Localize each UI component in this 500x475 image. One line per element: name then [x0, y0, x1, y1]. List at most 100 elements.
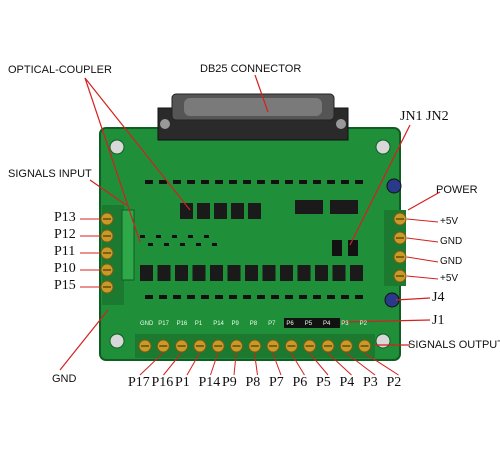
mount-hole	[375, 139, 391, 155]
mount-hole	[375, 333, 391, 349]
smd-resistor	[341, 295, 349, 299]
output-leader	[210, 352, 219, 376]
power-leader	[406, 256, 439, 263]
optocoupler-chip	[227, 265, 241, 281]
input-pin-label: P11	[54, 244, 76, 259]
output-pin-label: P7	[269, 375, 284, 390]
silkscreen-label: P17	[158, 321, 169, 327]
silkscreen-label: P7	[268, 321, 276, 327]
smd-resistor	[188, 235, 193, 238]
input-pin-label: P13	[54, 210, 76, 225]
silkscreen-label: GND	[140, 321, 154, 327]
output-leader	[364, 352, 399, 376]
smd-resistor	[215, 180, 223, 184]
optocoupler-chip	[214, 203, 227, 219]
output-pin-label: P16	[151, 375, 174, 390]
smd-resistor	[243, 180, 251, 184]
label-signals-output: SIGNALS OUTPUT	[408, 339, 500, 351]
output-leader	[309, 352, 329, 376]
silkscreen-label: P16	[176, 321, 188, 327]
smd-resistor	[355, 295, 363, 299]
smd-resistor	[145, 295, 153, 299]
optocoupler-chip	[297, 265, 311, 281]
smd-resistor	[172, 235, 177, 238]
smd-components	[140, 180, 363, 299]
smd-resistor	[229, 180, 237, 184]
smd-resistor	[173, 180, 181, 184]
smd-resistor	[313, 180, 321, 184]
silkscreen-label: P4	[323, 321, 331, 327]
label-optical-coupler: OPTICAL-COUPLER	[8, 64, 112, 76]
output-pin-label: P2	[386, 375, 402, 390]
leader-j4	[395, 297, 431, 301]
input-leaders	[80, 218, 100, 288]
silkscreen-label: P14	[213, 321, 224, 327]
input-pin-label: P10	[54, 261, 76, 276]
output-leader	[254, 352, 258, 376]
smd-resistor	[327, 295, 335, 299]
silkscreen-label: P2	[359, 321, 367, 327]
smd-resistor	[271, 295, 279, 299]
input-pin-label: P12	[54, 227, 76, 242]
silkscreen-label: P9	[231, 321, 239, 327]
output-leader	[327, 352, 352, 376]
optocoupler-chip	[262, 265, 276, 281]
smd-resistor	[327, 180, 335, 184]
jumper-jn1	[332, 240, 342, 256]
smd-resistor	[145, 180, 153, 184]
label-power: POWER	[436, 184, 478, 196]
smd-resistor	[212, 243, 217, 246]
smd-resistor	[173, 295, 181, 299]
smd-resistor	[271, 180, 279, 184]
smd-resistor	[215, 295, 223, 299]
mount-hole	[109, 333, 125, 349]
optocoupler-chip	[350, 265, 363, 281]
smd-resistor	[285, 180, 293, 184]
smd-resistor	[299, 295, 307, 299]
silkscreen-label: P8	[249, 321, 258, 327]
optocoupler-chip	[157, 265, 171, 281]
optocoupler-chip	[332, 265, 346, 281]
smd-resistor	[159, 180, 167, 184]
smd-resistor	[229, 295, 237, 299]
optocoupler-chip	[231, 203, 244, 219]
smd-resistor	[285, 295, 293, 299]
leader-optical-coupler-2	[84, 77, 141, 243]
optocoupler-chip	[245, 265, 258, 281]
output-leader	[163, 352, 182, 376]
smd-resistor	[187, 180, 195, 184]
smd-resistor	[201, 180, 209, 184]
output-pin-label: P6	[292, 375, 308, 390]
logic-ic	[295, 200, 323, 214]
silkscreen-label: P5	[304, 321, 313, 327]
smd-resistor	[341, 180, 349, 184]
output-pin-label: P17	[128, 375, 150, 390]
output-leader	[186, 352, 201, 376]
leader-lines	[59, 74, 441, 371]
label-plus5v-top: +5V	[440, 216, 459, 227]
optocoupler-chip	[175, 265, 188, 281]
silkscreen-label: P6	[286, 321, 294, 327]
input-screws	[80, 212, 114, 294]
leader-gnd-left	[59, 309, 109, 371]
optocoupler-chip	[280, 265, 293, 281]
smd-resistor	[204, 235, 209, 238]
smd-resistor	[299, 180, 307, 184]
label-gnd-left: GND	[52, 373, 77, 385]
label-j4: J4	[432, 290, 445, 305]
output-leader	[233, 352, 237, 376]
smd-resistor	[201, 295, 209, 299]
output-pin-label: P14	[198, 375, 221, 390]
optocoupler-chip	[192, 265, 206, 281]
smd-resistor	[159, 295, 167, 299]
silkscreen-label: P1	[194, 321, 203, 327]
label-j1: J1	[432, 313, 445, 328]
smd-resistor	[257, 295, 265, 299]
smd-resistor	[355, 180, 363, 184]
output-leader	[272, 352, 282, 376]
smd-resistor	[243, 295, 251, 299]
leader-optical-coupler	[84, 77, 191, 211]
leader-db25	[254, 74, 269, 113]
label-jn1-jn2: JN1 JN2	[400, 109, 449, 124]
leader-j1	[341, 319, 431, 323]
